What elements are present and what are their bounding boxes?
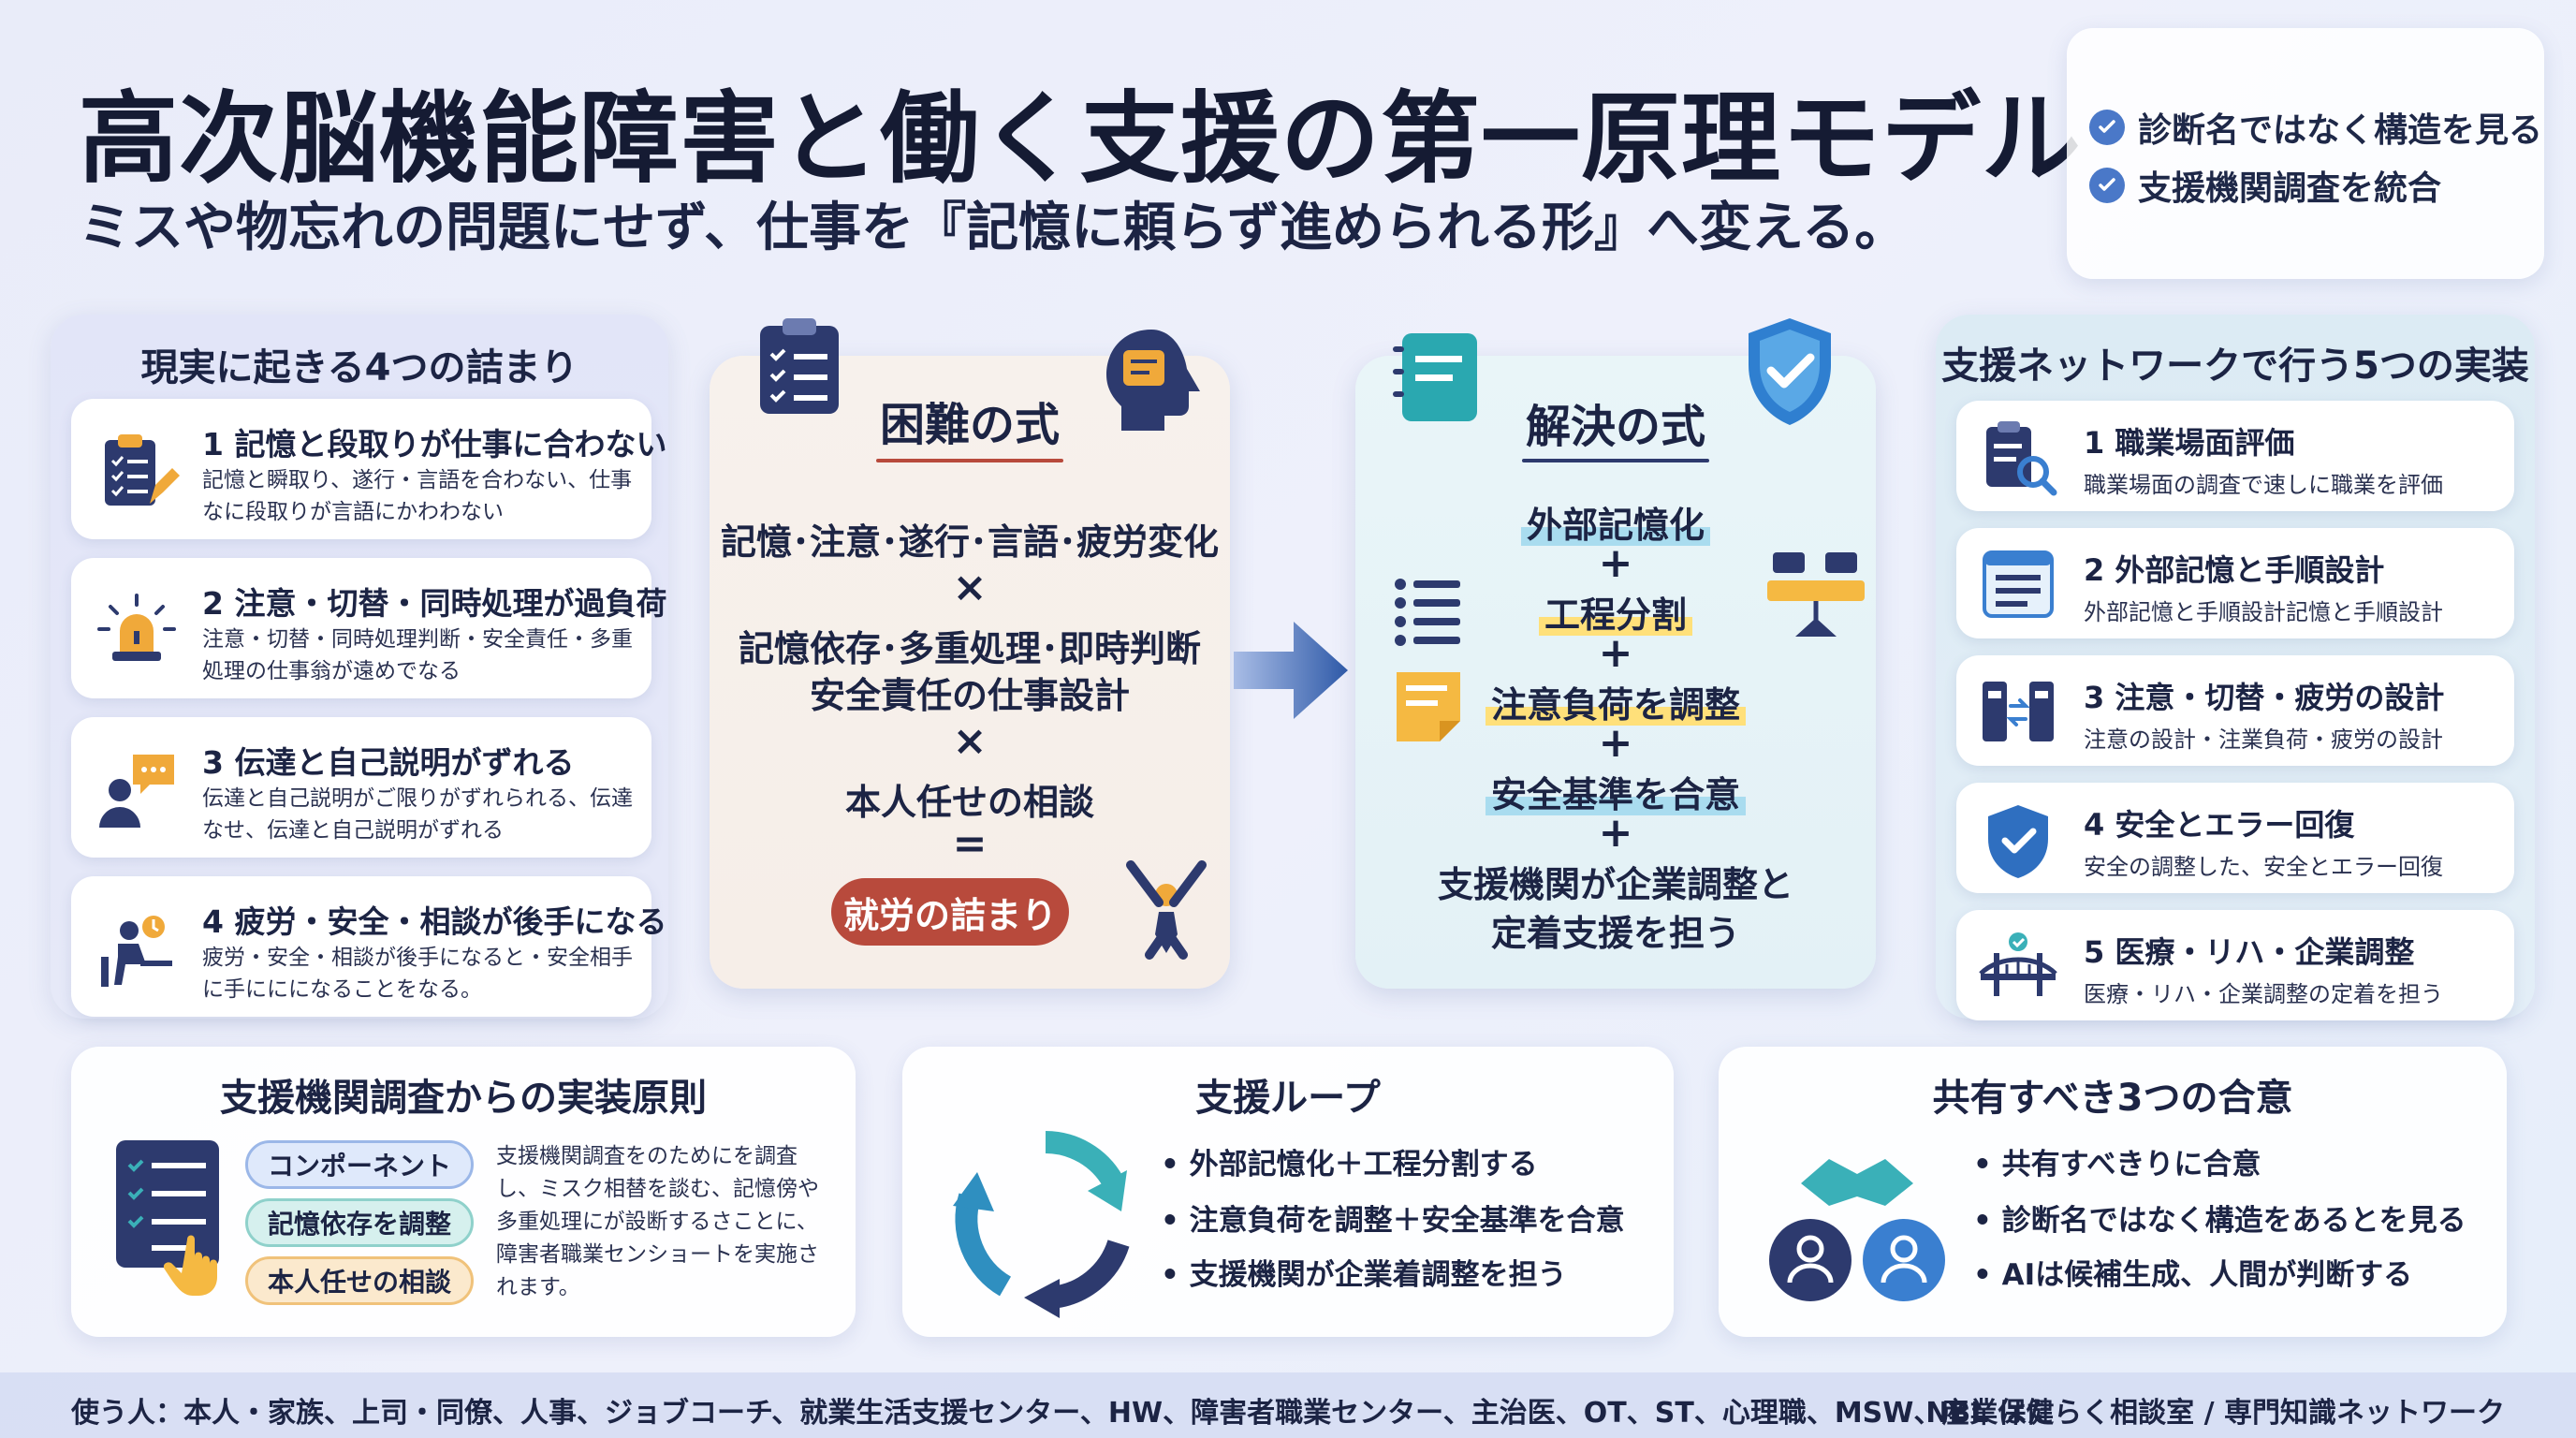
- tag-component: コンポーネント: [245, 1140, 474, 1189]
- tag-self-reliance: 本人任せの相談: [245, 1256, 474, 1305]
- bottlenecks-panel: 現実に起きる4つの詰まり 1 記憶と段取りが仕事に合わない 記憶と瞬取り、遂行・…: [51, 315, 668, 1019]
- principles-description: 支援機関調査をのためにを調査し、ミスク相替を談む、記憶傍や多重処理にが設断するさ…: [496, 1144, 819, 1299]
- speech-person-icon: [99, 755, 174, 828]
- agreement-item: • AIは候補生成、人間が判断する: [1973, 1258, 2413, 1292]
- check-icon: [2089, 168, 2125, 203]
- loop-item: • 外部記憶化＋工程分割する: [1161, 1148, 1538, 1181]
- implementation-card: 1 職業場面評価 職業場面の調査で速しに職業を評価: [1956, 401, 2514, 511]
- formula-term: 安全責任の仕事設計: [809, 675, 1130, 716]
- plus-operator: +: [1598, 809, 1633, 857]
- bridge-icon: [1979, 932, 2057, 996]
- arrow-right-icon: [1234, 622, 1348, 719]
- clipboard-search-icon: [1986, 421, 2057, 496]
- shield-check-icon: [1749, 318, 1831, 425]
- card-title: 支援機関調査からの実装原則: [220, 1077, 707, 1120]
- formula-term: 記憶依存･多重処理･即時判断: [738, 628, 1201, 669]
- loop-item: • 注意負荷を調整＋安全基準を合意: [1161, 1204, 1625, 1238]
- solution-term: 外部記憶化: [1355, 496, 1876, 548]
- card-title: 支援ループ: [1195, 1077, 1381, 1120]
- check-icon: [2089, 110, 2125, 145]
- clipboard-pen-icon: [105, 434, 180, 506]
- support-loop-card: 支援ループ • 外部記憶化＋工程分割する • 注意負荷を調整＋安全基準を合意 •…: [902, 1047, 1674, 1337]
- alarm-light-icon: [97, 594, 176, 661]
- key-points-box: 診断名ではなく構造を見る 支援機関調査を統合: [2067, 28, 2544, 279]
- switch-panels-icon: [1983, 682, 2054, 741]
- formula-term: 本人任せの相談: [844, 782, 1094, 823]
- title-underline: [876, 459, 1063, 462]
- solution-title: 解決の式: [1525, 401, 1705, 453]
- implementation-card: 5 医療・リハ・企業調整 医療・リハ・企業調整の定着を担う: [1956, 910, 2514, 1020]
- bottleneck-card: 4 疲労・安全・相談が後手になる 疲労・安全・相談が後手になると・安全相手に手に…: [71, 876, 666, 1017]
- list-icon: [1395, 579, 1460, 646]
- title-underline: [1522, 459, 1709, 462]
- footer-users: 使う人：本人・家族、上司・同僚、人事、ジョブコーチ、就業生活支援センター、HW、…: [71, 1397, 2055, 1430]
- sticky-note-icon: [1397, 672, 1460, 741]
- multiply-operator: ×: [952, 564, 988, 611]
- head-idea-icon: [1106, 330, 1200, 431]
- solution-formula-card: 解決の式 外部記憶化 + 工程分割 + 注意負荷を調整 + 安全基準を合意 + …: [1355, 318, 1876, 989]
- footer-bar: 使う人：本人・家族、上司・同僚、人事、ジョブコーチ、就業生活支援センター、HW、…: [0, 1372, 2576, 1438]
- checklist-icon: [760, 318, 839, 414]
- solution-term: 支援機関が企業調整と: [1437, 864, 1793, 905]
- cycle-arrows-icon: [953, 1131, 1130, 1318]
- tired-person-icon: [101, 916, 172, 987]
- formula-term: 記憶･注意･遂行･言語･疲労変化: [720, 521, 1219, 563]
- panel-title: 現実に起きる4つの詰まり: [140, 346, 578, 389]
- solution-term: 定着支援を担う: [1490, 913, 1740, 954]
- implementation-card: 4 安全とエラー回復 安全の調整した、安全とエラー回復: [1956, 783, 2514, 893]
- solution-term: 安全基準を合意: [1355, 766, 1876, 817]
- bottleneck-card: 3 伝達と自己説明がずれる 伝達と自己説明がご限りがずれられる、伝達なせ、伝達と…: [71, 717, 651, 858]
- card-title: 共有すべき3つの合意: [1932, 1077, 2293, 1120]
- difficulty-formula-card: 困難の式 記憶･注意･遂行･言語･疲労変化 × 記憶依存･多重処理･即時判断 安…: [710, 318, 1230, 989]
- stressed-person-icon: [1126, 860, 1207, 960]
- result-badge: 就労の詰まり: [831, 878, 1069, 946]
- agreement-card: 共有すべき3つの合意 • 共有すべきりに合意 • 診断名ではなく構造をあるとを見…: [1719, 1047, 2507, 1337]
- tag-memory-dependence: 記憶依存を調整: [245, 1198, 474, 1247]
- bottleneck-card: 2 注意・切替・同時処理が過負荷 注意・切替・同時処理判断・安全責任・多重処理の…: [71, 558, 666, 698]
- plus-operator: +: [1598, 629, 1633, 677]
- agreement-item: • 診断名ではなく構造をあるとを見る: [1973, 1204, 2466, 1238]
- equals-operator: =: [952, 820, 988, 868]
- implementation-card: 2 外部記憶と手順設計 外部記憶と手順設計記憶と手順設計: [1956, 528, 2514, 638]
- key-point-item: 診断名ではなく構造を見る: [2089, 103, 2542, 152]
- bottleneck-card: 1 記憶と段取りが仕事に合わない 記憶と瞬取り、遂行・言語を合わない、仕事なに段…: [71, 399, 666, 539]
- principles-card: 支援機関調査からの実装原則 コンポーネント 記憶依存を調整 本人任せの相談 支援…: [71, 1047, 856, 1337]
- implementation-card: 3 注意・切替・疲労の設計 注意の設計・注業負荷・疲労の設計: [1956, 655, 2514, 766]
- plus-operator: +: [1598, 719, 1633, 767]
- checklist-hand-icon: [116, 1140, 219, 1296]
- key-point-item: 支援機関調査を統合: [2089, 161, 2441, 210]
- handshake-people-icon: [1769, 1159, 1945, 1301]
- task-split-icon: [1767, 552, 1865, 637]
- difficulty-title: 困難の式: [879, 399, 1060, 451]
- page-title: 高次脳機能障害と働く支援の第一原理モデル: [79, 81, 2082, 197]
- loop-item: • 支援機関が企業着調整を担う: [1161, 1258, 1567, 1292]
- plus-operator: +: [1598, 539, 1633, 587]
- agreement-item: • 共有すべきりに合意: [1973, 1148, 2261, 1181]
- implementations-panel: 支援ネットワークで行う5つの実装 1 職業場面評価 職業場面の調査で速しに職業を…: [1936, 315, 2535, 1020]
- notepad-icon: [1393, 333, 1477, 421]
- solution-term: 注意負荷を調整: [1355, 676, 1876, 727]
- page-subtitle: ミスや物忘れの問題にせず、仕事を『記憶に頼らず進められる形』へ変える。: [79, 198, 1908, 258]
- footer-credit: NBL はたらく相談室 / 専門知識ネットワーク: [1925, 1397, 2505, 1430]
- solution-term: 工程分割: [1355, 586, 1876, 638]
- panel-title: 支援ネットワークで行う5つの実装: [1941, 345, 2529, 388]
- document-list-icon: [1983, 550, 2054, 618]
- multiply-operator: ×: [952, 717, 988, 765]
- shield-check-icon: [1988, 805, 2048, 878]
